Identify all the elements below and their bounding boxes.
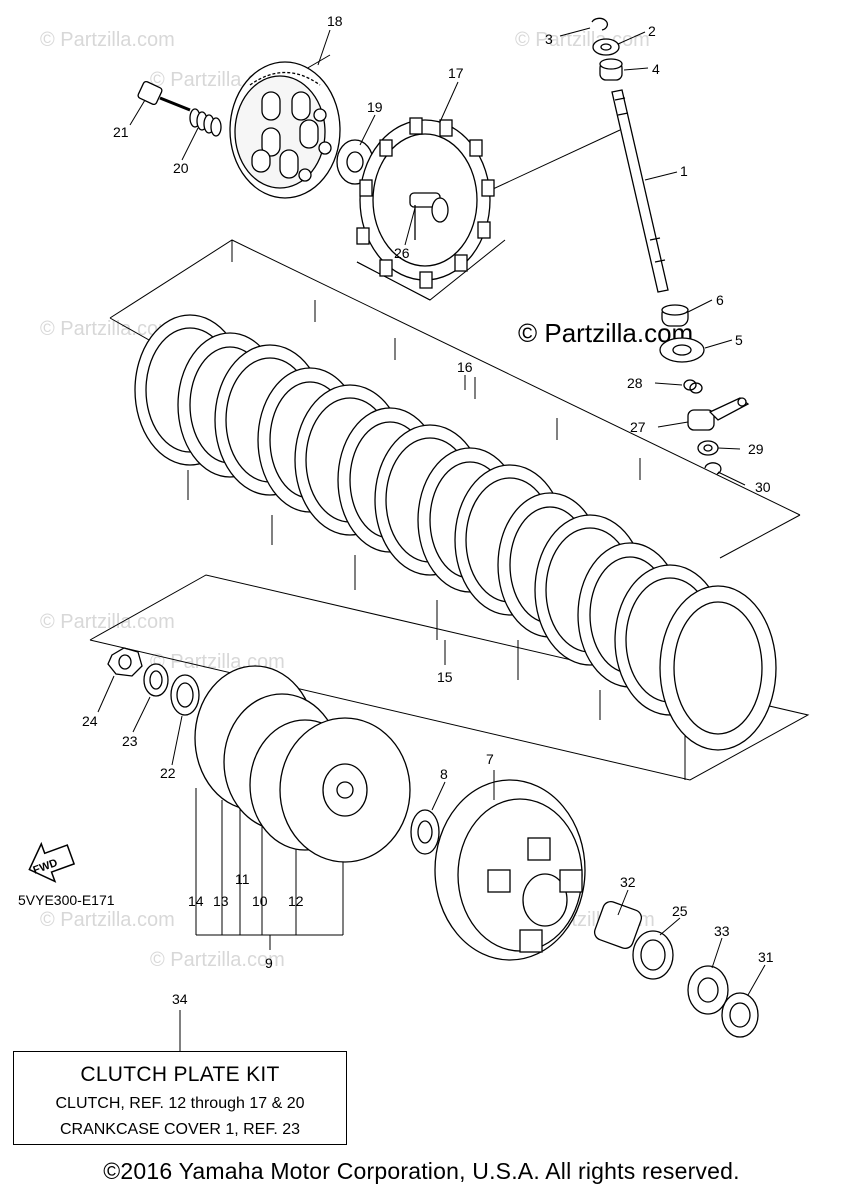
callout-33[interactable]: 33 xyxy=(714,923,730,939)
callout-10[interactable]: 10 xyxy=(252,893,268,909)
nut-part-24[interactable] xyxy=(107,647,143,677)
spacer-part-32[interactable] xyxy=(592,899,643,950)
watermark: © Partzilla.com xyxy=(40,909,175,931)
callout-6[interactable]: 6 xyxy=(716,292,724,308)
callout-28[interactable]: 28 xyxy=(627,375,643,391)
callout-5[interactable]: 5 xyxy=(735,332,743,348)
oil-seal-part-6[interactable] xyxy=(661,304,689,327)
watermark: © Partzilla.com xyxy=(150,949,285,971)
lever-part-27[interactable] xyxy=(687,397,750,431)
kit-title: CLUTCH PLATE KIT xyxy=(80,1063,280,1086)
watermark: © Partzilla.com xyxy=(515,29,650,51)
callout-21[interactable]: 21 xyxy=(113,124,129,140)
spring-part-20[interactable] xyxy=(189,108,222,137)
callout-13[interactable]: 13 xyxy=(213,893,229,909)
leader-lines xyxy=(97,27,766,996)
callout-14[interactable]: 14 xyxy=(188,893,204,909)
callout-1[interactable]: 1 xyxy=(680,163,688,179)
callout-16[interactable]: 16 xyxy=(457,359,473,375)
clutch-boss-assy-part-9[interactable] xyxy=(194,665,411,863)
bolt-part-21[interactable] xyxy=(137,80,191,112)
callout-17[interactable]: 17 xyxy=(448,65,464,81)
watermark: © Partzilla.com xyxy=(40,611,175,633)
callout-32[interactable]: 32 xyxy=(620,874,636,890)
callout-11[interactable]: 11 xyxy=(235,871,250,887)
circlip-part-3[interactable] xyxy=(591,17,608,31)
callout-12[interactable]: 12 xyxy=(288,893,304,909)
forward-arrow-icon: FWD xyxy=(28,841,76,883)
callout-20[interactable]: 20 xyxy=(173,160,189,176)
needle-bearing-part-25[interactable] xyxy=(632,930,674,980)
callout-22[interactable]: 22 xyxy=(160,765,176,781)
primary-driven-gear-part-7[interactable] xyxy=(434,779,586,961)
plate-stack xyxy=(134,314,777,751)
frame-lines xyxy=(89,54,810,1051)
callout-25[interactable]: 25 xyxy=(672,903,688,919)
callouts: 18 17 19 21 20 26 3 2 4 1 6 5 28 27 29 3… xyxy=(82,13,774,1007)
callout-30[interactable]: 30 xyxy=(755,479,771,495)
watermark: © Partzilla.com xyxy=(40,29,175,51)
callout-3[interactable]: 3 xyxy=(545,31,553,47)
bearing-part-5[interactable] xyxy=(659,337,705,363)
callout-18[interactable]: 18 xyxy=(327,13,343,29)
callout-2[interactable]: 2 xyxy=(648,23,656,39)
copyright-notice: ©2016 Yamaha Motor Corporation, U.S.A. A… xyxy=(103,1158,740,1184)
washer-part-29[interactable] xyxy=(697,440,719,456)
callout-9[interactable]: 9 xyxy=(265,955,273,971)
callout-24[interactable]: 24 xyxy=(82,713,98,729)
callout-29[interactable]: 29 xyxy=(748,441,764,457)
collar-part-4[interactable] xyxy=(599,58,623,81)
washer-part-2[interactable] xyxy=(592,38,620,56)
callout-8[interactable]: 8 xyxy=(440,766,448,782)
lock-washer-part-23[interactable] xyxy=(143,663,169,697)
spring-part-28[interactable] xyxy=(683,379,703,394)
friction-plate-part-15[interactable] xyxy=(659,585,777,751)
watermark: © Partzilla.com xyxy=(40,318,175,340)
callout-23[interactable]: 23 xyxy=(122,733,138,749)
kit-line-crankcase: CRANKCASE COVER 1, REF. 23 xyxy=(59,1121,301,1138)
callout-26[interactable]: 26 xyxy=(394,245,410,261)
pressure-plate-part-18[interactable] xyxy=(229,61,341,199)
callout-15[interactable]: 15 xyxy=(437,669,453,685)
circlip-part-30[interactable] xyxy=(704,462,722,475)
clutch-plate-kit-box[interactable]: CLUTCH PLATE KIT CLUTCH, REF. 12 through… xyxy=(13,1051,347,1145)
thrust-washer-part-8[interactable] xyxy=(410,809,440,855)
washer-part-31[interactable] xyxy=(721,992,759,1038)
kit-line-clutch: CLUTCH, REF. 12 through 17 & 20 xyxy=(55,1095,305,1112)
callout-7[interactable]: 7 xyxy=(486,751,494,767)
washer-part-22[interactable] xyxy=(170,674,200,716)
drive-gear-part-33[interactable] xyxy=(687,965,729,1015)
diagram-code: 5VYE300-E171 xyxy=(18,892,115,908)
push-lever-shaft-part-1[interactable] xyxy=(611,89,669,293)
callout-34[interactable]: 34 xyxy=(172,991,188,1007)
callout-4[interactable]: 4 xyxy=(652,61,660,77)
push-rod-part-26[interactable] xyxy=(409,192,449,240)
callout-27[interactable]: 27 xyxy=(630,419,646,435)
callout-31[interactable]: 31 xyxy=(758,949,774,965)
callout-19[interactable]: 19 xyxy=(367,99,383,115)
